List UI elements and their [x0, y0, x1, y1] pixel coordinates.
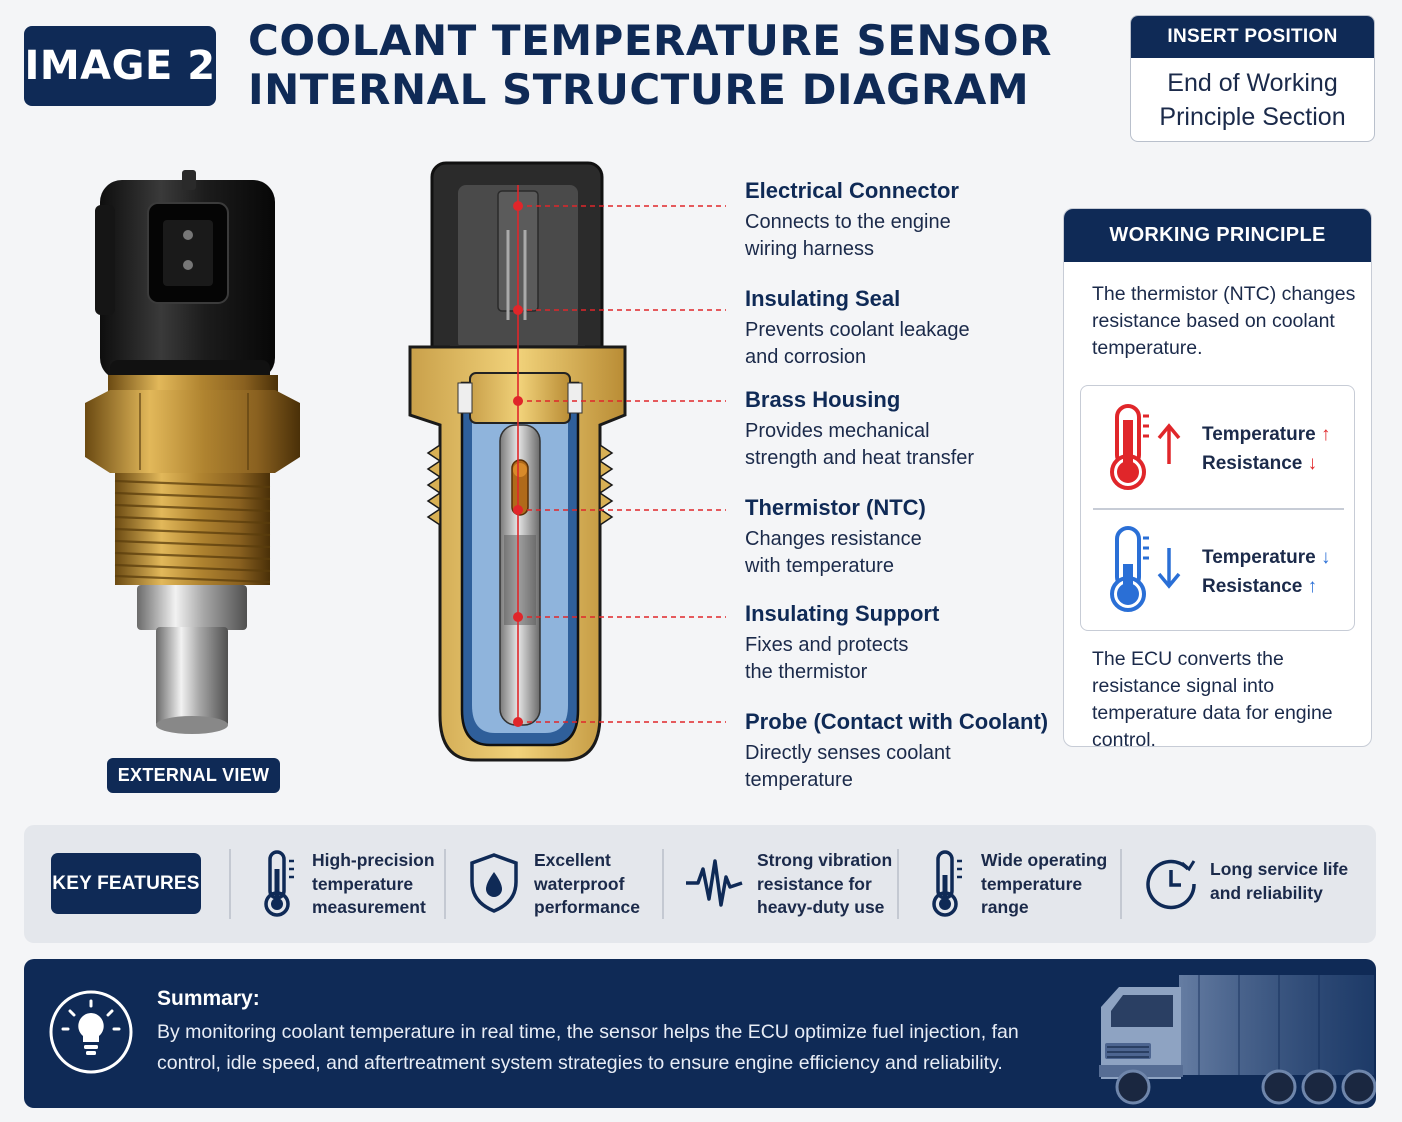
cold-thermometer-icon	[1110, 526, 1181, 612]
external-view-label: EXTERNAL VIEW	[107, 758, 280, 793]
callout-title: Electrical Connector	[745, 178, 959, 203]
callout-title: Thermistor (NTC)	[745, 495, 926, 520]
summary-text: By monitoring coolant temperature in rea…	[157, 1021, 1019, 1074]
hot-resistance-label: Resistance ↓	[1202, 449, 1330, 478]
callout-desc-line-2: temperature	[745, 769, 853, 791]
callout-probe: Probe (Contact with Coolant) Directly se…	[745, 708, 1049, 794]
truck-image	[1099, 975, 1376, 1105]
feature-separator	[662, 849, 664, 919]
callout-desc-line-1: Directly senses coolant	[745, 742, 951, 764]
image-number-badge: IMAGE 2	[24, 26, 216, 106]
callout-desc-line-2: wiring harness	[745, 238, 874, 260]
cold-temperature-text: Temperature	[1202, 547, 1316, 568]
page-title: COOLANT TEMPERATURE SENSOR INTERNAL STRU…	[248, 16, 1088, 114]
cold-temperature-label: Temperature ↓	[1202, 543, 1330, 572]
clock-icon	[1146, 859, 1196, 910]
working-principle-heading: WORKING PRINCIPLE	[1064, 209, 1371, 262]
callout-title: Insulating Seal	[745, 286, 901, 311]
working-principle-outro: The ECU converts the resistance signal i…	[1092, 648, 1333, 747]
callout-desc-line-1: Fixes and protects	[745, 634, 909, 656]
vibration-wave-icon	[686, 859, 743, 907]
hot-thermometer-icon	[1110, 404, 1181, 490]
feature-line: temperature	[981, 873, 1083, 894]
key-features-label: KEY FEATURES	[51, 853, 201, 914]
thermometer-icon	[932, 850, 962, 917]
feature-line: waterproof	[534, 873, 625, 894]
feature-line: Wide operating	[981, 850, 1108, 870]
panel-divider	[1093, 508, 1344, 510]
hot-resistance-text: Resistance	[1202, 453, 1303, 474]
callout-desc-line-1: Changes resistance	[745, 528, 922, 550]
sensor-cutaway-illustration	[408, 161, 726, 762]
summary-banner: Summary: By monitoring coolant temperatu…	[24, 959, 1376, 1108]
title-line-1: COOLANT TEMPERATURE SENSOR	[248, 16, 1052, 65]
feature-line: High-precision	[312, 850, 435, 870]
feature-line: Excellent	[534, 850, 611, 870]
cold-row-labels: Temperature ↓ Resistance ↑	[1202, 543, 1330, 601]
insert-position-heading: INSERT POSITION	[1131, 16, 1374, 58]
hot-temperature-text: Temperature	[1202, 424, 1316, 445]
callout-title: Probe (Contact with Coolant)	[745, 709, 1049, 734]
callout-electrical-connector: Electrical Connector Connects to the eng…	[745, 177, 1045, 263]
feature-separator	[1120, 849, 1122, 919]
callout-desc-line-1: Prevents coolant leakage	[745, 319, 970, 341]
arrow-up-icon: ↑	[1320, 424, 1331, 445]
feature-line: performance	[534, 897, 641, 917]
insert-position-box: INSERT POSITION End of Working Principle…	[1130, 15, 1375, 142]
arrow-up-icon: ↑	[1307, 576, 1318, 597]
insert-position-line-2: Principle Section	[1159, 102, 1346, 131]
callout-thermistor: Thermistor (NTC) Changes resistance with…	[745, 494, 1045, 580]
feature-wide-temperature-range: Wide operating temperature range	[981, 849, 1131, 920]
sensor-external-illustration	[85, 170, 300, 734]
cold-resistance-label: Resistance ↑	[1202, 572, 1330, 601]
feature-separator	[444, 849, 446, 919]
key-features-bar: KEY FEATURES High-precision temperature …	[24, 825, 1376, 943]
title-line-2: INTERNAL STRUCTURE DIAGRAM	[248, 65, 1030, 114]
hot-temperature-label: Temperature ↑	[1202, 420, 1330, 449]
cold-resistance-text: Resistance	[1202, 576, 1303, 597]
feature-line: Long service life	[1210, 859, 1349, 879]
feature-line: temperature	[312, 873, 414, 894]
summary-title: Summary:	[157, 987, 260, 1010]
temperature-resistance-panel: Temperature ↑ Resistance ↓ Temperature ↓	[1080, 385, 1355, 631]
feature-line: range	[981, 897, 1029, 917]
insert-position-line-1: End of Working	[1167, 68, 1338, 97]
callout-desc-line-2: the thermistor	[745, 661, 868, 683]
callout-insulating-support: Insulating Support Fixes and protects th…	[745, 600, 1045, 686]
shield-droplet-icon	[470, 853, 518, 913]
feature-separator	[897, 849, 899, 919]
callout-desc-line-2: strength and heat transfer	[745, 447, 975, 469]
callout-brass-housing: Brass Housing Provides mechanical streng…	[745, 386, 1045, 472]
feature-vibration: Strong vibration resistance for heavy-du…	[757, 849, 917, 920]
feature-line: measurement	[312, 897, 426, 917]
lightbulb-icon	[49, 990, 133, 1074]
insert-position-body: End of Working Principle Section	[1131, 58, 1374, 141]
callout-title: Brass Housing	[745, 387, 901, 412]
working-principle-card: WORKING PRINCIPLE The thermistor (NTC) c…	[1063, 208, 1372, 747]
callout-desc-line-2: with temperature	[745, 555, 894, 577]
feature-high-precision: High-precision temperature measurement	[312, 849, 462, 920]
hot-row-labels: Temperature ↑ Resistance ↓	[1202, 420, 1330, 478]
feature-line: Strong vibration	[757, 850, 893, 870]
feature-line: resistance for	[757, 873, 872, 894]
feature-separator	[229, 849, 231, 919]
callout-desc-line-2: and corrosion	[745, 346, 867, 368]
feature-service-life: Long service life and reliability	[1210, 858, 1370, 905]
callout-desc-line-1: Provides mechanical	[745, 420, 930, 442]
feature-line: heavy-duty use	[757, 897, 885, 917]
arrow-down-icon: ↓	[1307, 453, 1318, 474]
feature-waterproof: Excellent waterproof performance	[534, 849, 684, 920]
working-principle-intro: The thermistor (NTC) changes resistance …	[1092, 283, 1356, 359]
thermometer-icon	[264, 850, 294, 917]
arrow-down-icon: ↓	[1320, 547, 1331, 568]
callout-desc-line-1: Connects to the engine	[745, 211, 951, 233]
feature-line: and reliability	[1210, 882, 1323, 903]
callout-insulating-seal: Insulating Seal Prevents coolant leakage…	[745, 285, 1045, 371]
callout-title: Insulating Support	[745, 601, 940, 626]
